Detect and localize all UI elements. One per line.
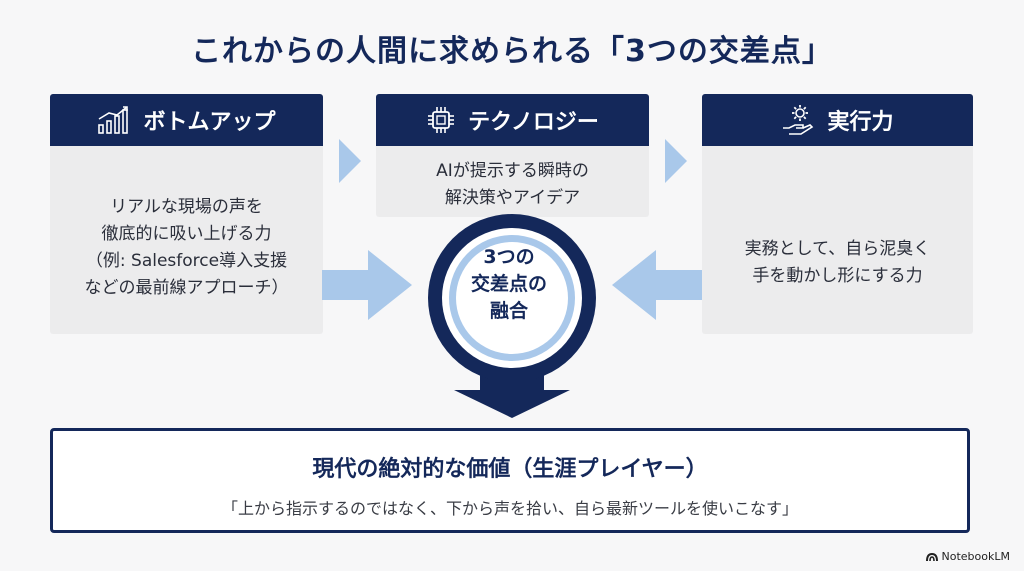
card-execution-title: 実行力 <box>827 110 894 135</box>
chevron-right-arrow-left <box>339 139 361 183</box>
card-technology: テクノロジー AIが提示する瞬時の 解決策やアイデア <box>376 94 649 217</box>
intersection-label: 3つの 交差点の 融合 <box>449 244 569 325</box>
chevron-right-arrow-right <box>665 139 687 183</box>
page-title: これからの人間に求められる「3つの交差点」 <box>191 34 833 69</box>
card-bottom-up-header: ボトムアップ <box>50 94 323 146</box>
result-title: 現代の絶対的な価値（生涯プレイヤー） <box>312 457 708 482</box>
card-bottom-up-line: 徹底的に吸い上げる力 <box>101 224 272 244</box>
card-execution: 実行力 実務として、自ら泥臭く 手を動かし形にする力 <box>702 94 973 334</box>
intersection-label-line: 交差点の <box>470 273 547 295</box>
card-technology-title: テクノロジー <box>468 110 599 135</box>
card-execution-body: 実務として、自ら泥臭く 手を動かし形にする力 <box>702 236 973 290</box>
card-bottom-up-title: ボトムアップ <box>143 110 276 135</box>
result-box: 現代の絶対的な価値（生涯プレイヤー） 「上から指示するのではなく、下から声を拾い… <box>50 428 970 533</box>
card-technology-line: AIが提示する瞬時の <box>436 161 589 181</box>
brand-label: NotebookLM <box>941 550 1010 563</box>
arrow-into-center-right <box>612 250 702 320</box>
brand-watermark: NotebookLM <box>925 550 1010 563</box>
card-bottom-up-body: リアルな現場の声を 徹底的に吸い上げる力 （例: Salesforce導入支援 … <box>50 194 323 302</box>
card-bottom-up-line: などの最前線アプローチ） <box>84 278 289 298</box>
bar-chart-growth-icon <box>98 106 129 134</box>
intersection-ring <box>428 214 596 418</box>
card-bottom-up-line: リアルな現場の声を <box>110 197 263 217</box>
card-bottom-up-line: （例: Salesforce導入支援 <box>85 251 288 271</box>
notebooklm-logo-icon <box>925 552 938 561</box>
chip-icon <box>428 107 455 133</box>
card-execution-line: 実務として、自ら泥臭く <box>744 239 931 259</box>
arrow-into-center-left <box>322 250 412 320</box>
card-technology-header: テクノロジー <box>376 94 649 146</box>
card-execution-header: 実行力 <box>702 94 973 146</box>
card-bottom-up: ボトムアップ リアルな現場の声を 徹底的に吸い上げる力 （例: Salesfor… <box>50 94 323 334</box>
intersection-label-line: 3つの <box>483 246 535 268</box>
card-technology-body: AIが提示する瞬時の 解決策やアイデア <box>376 158 649 212</box>
card-execution-line: 手を動かし形にする力 <box>752 266 923 286</box>
intersection-label-line: 融合 <box>489 300 528 322</box>
result-quote: 「上から指示するのではなく、下から声を拾い、自ら最新ツールを使いこなす」 <box>221 499 798 518</box>
hand-gear-icon <box>783 105 814 135</box>
card-technology-line: 解決策やアイデア <box>444 188 581 208</box>
